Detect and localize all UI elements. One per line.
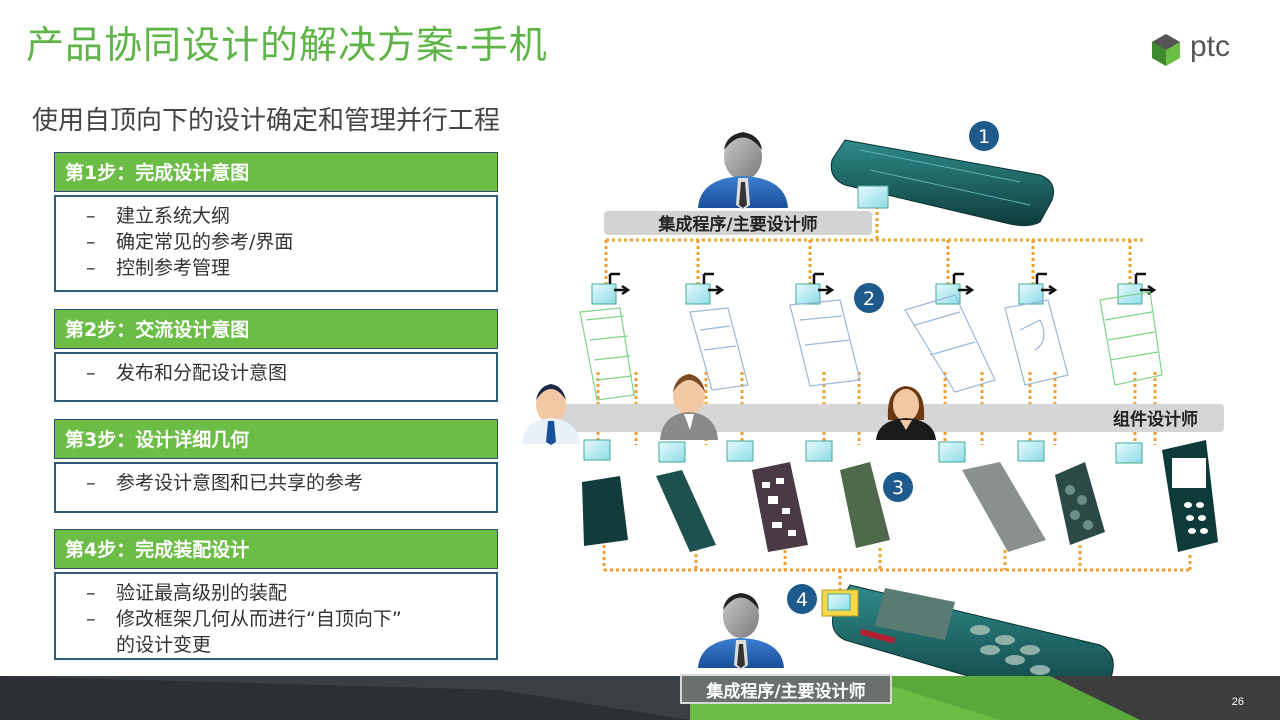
component-designer-avatar-2 xyxy=(660,374,718,440)
step-3-heading: 第3步：设计详细几何 xyxy=(54,419,498,459)
page-number: 26 xyxy=(1231,696,1244,708)
step-markers: 1 2 3 4 xyxy=(787,121,999,614)
svg-text:4: 4 xyxy=(796,589,808,611)
step-3-body: –参考设计意图和已共享的参考 xyxy=(54,462,498,513)
svg-text:3: 3 xyxy=(892,477,904,499)
top-role-bar xyxy=(604,211,872,235)
component-cubes-row xyxy=(583,439,1143,464)
list-item: –验证最高级别的装配 xyxy=(86,582,288,604)
skeleton-cube-icon xyxy=(857,185,889,209)
top-assembly-phone-icon xyxy=(830,139,1054,227)
slide-title: 产品协同设计的解决方案-手机 xyxy=(26,23,548,67)
step-4-heading: 第4步：完成装配设计 xyxy=(54,529,498,569)
lead-designer-avatar-bottom xyxy=(698,593,784,670)
list-item: –修改框架几何从而进行“自顶向下” xyxy=(86,608,402,630)
publish-cubes-row xyxy=(591,272,1157,305)
lead-designer-avatar-top xyxy=(698,132,788,210)
bottom-role-label: 集成程序/主要设计师 xyxy=(706,682,866,702)
detailed-component-parts xyxy=(582,440,1218,552)
subtitle: 使用自顶向下的设计确定和管理并行工程 xyxy=(32,106,501,136)
list-item: –发布和分配设计意图 xyxy=(86,362,288,384)
svg-text:1: 1 xyxy=(978,126,990,148)
step-1-body: –建立系统大纲 –确定常见的参考/界面 –控制参考管理 xyxy=(54,195,498,292)
bottom-role-bar xyxy=(680,674,892,704)
component-designer-avatar-3 xyxy=(876,386,936,440)
step-4-body: –验证最高级别的装配 –修改框架几何从而进行“自顶向下” 的设计变更 xyxy=(54,572,498,660)
ptc-logo-icon xyxy=(1152,34,1180,66)
list-item: 的设计变更 xyxy=(116,634,212,656)
component-designer-avatar-1 xyxy=(522,384,580,445)
footer-band xyxy=(0,676,1280,720)
svg-text:2: 2 xyxy=(863,288,875,310)
list-item: –控制参考管理 xyxy=(86,257,231,279)
list-item: –确定常见的参考/界面 xyxy=(86,231,294,253)
list-item: –建立系统大纲 xyxy=(86,205,231,227)
ptc-logo-text: ptc xyxy=(1190,30,1231,63)
collaboration-diagram: 集成程序/主要设计师 组件设计师 xyxy=(522,121,1224,708)
design-intent-wireframes xyxy=(579,291,1163,401)
component-role-label: 组件设计师 xyxy=(1113,409,1198,430)
list-item: –参考设计意图和已共享的参考 xyxy=(86,472,364,494)
top-role-label: 集成程序/主要设计师 xyxy=(657,214,817,235)
step-1-heading: 第1步：完成设计意图 xyxy=(54,152,498,192)
step-2-heading: 第2步：交流设计意图 xyxy=(54,309,498,349)
step-2-body: –发布和分配设计意图 xyxy=(54,352,498,402)
